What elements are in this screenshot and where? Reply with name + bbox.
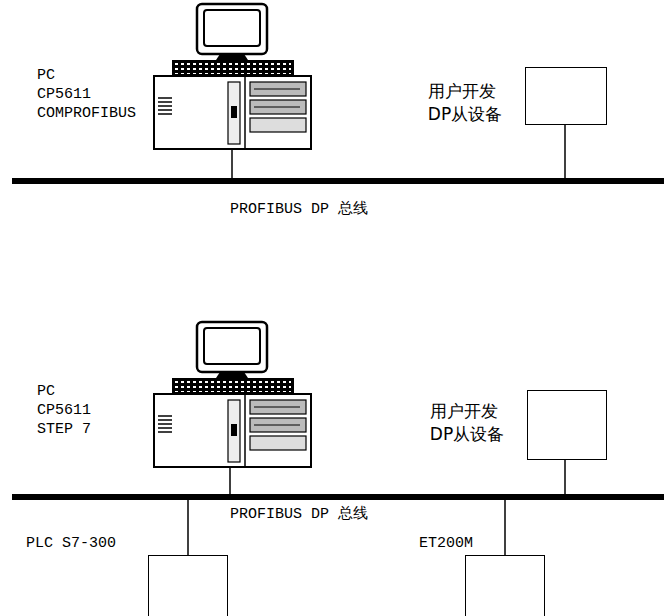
node-label: PROFIBUS DP 总线 [230,200,368,219]
io-box: ET200M [465,555,545,616]
bus-drop-line [229,468,231,494]
pc-icon [154,322,311,467]
pc-workstation: PC CP5611 COMPROFIBUS [150,2,315,150]
pc-icon [154,4,311,149]
slave-box: 用户开发 DP从设备 [525,67,607,125]
node-label: ET200M [419,534,473,553]
node-label: 用户开发 DP从设备 [430,400,508,446]
bus-drop-line [564,460,566,494]
plc-box: PLC S7-300 [148,555,228,616]
node-label: 用户开发 DP从设备 [428,80,506,126]
node-label: PC CP5611 COMPROFIBUS [37,66,109,123]
node-label: PC CP5611 STEP 7 [37,382,100,439]
bus-drop-line [187,500,189,555]
pc-workstation: PC CP5611 STEP 7 [150,320,315,468]
bus-drop-line [504,500,506,555]
bus-line: PROFIBUS DP 总线 [12,494,664,500]
bus-line: PROFIBUS DP 总线 [12,178,664,184]
bus-drop-line [564,125,566,178]
slave-box: 用户开发 DP从设备 [527,390,607,460]
node-label: PLC S7-300 [26,534,116,553]
node-label: PROFIBUS DP 总线 [230,505,368,524]
bus-drop-line [231,150,233,178]
